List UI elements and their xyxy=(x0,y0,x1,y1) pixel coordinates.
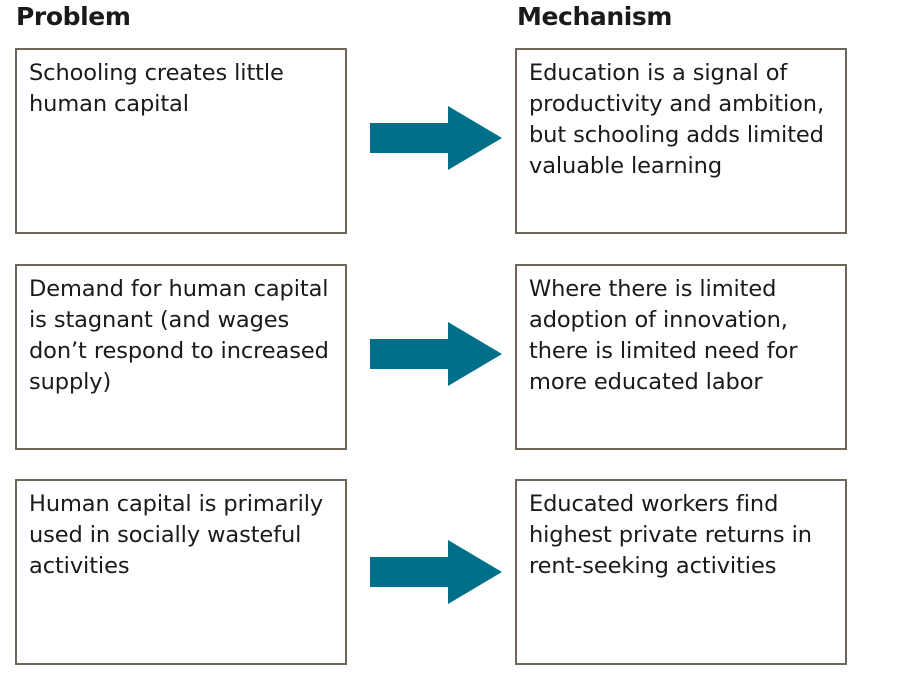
right-arrow-icon xyxy=(370,540,502,604)
problem-box-3: Human capital is primarily used in socia… xyxy=(15,479,347,665)
mechanism-box-3: Educated workers find highest private re… xyxy=(515,479,847,665)
problem-box-2: Demand for human capital is stagnant (an… xyxy=(15,264,347,450)
problem-box-1: Schooling creates little human capital xyxy=(15,48,347,234)
problem-column-header: Problem xyxy=(16,2,131,31)
mechanism-box-1: Education is a signal of productivity an… xyxy=(515,48,847,234)
right-arrow-icon xyxy=(370,322,502,386)
right-arrow-icon xyxy=(370,106,502,170)
mechanism-box-2: Where there is limited adoption of innov… xyxy=(515,264,847,450)
mechanism-column-header: Mechanism xyxy=(517,2,673,31)
